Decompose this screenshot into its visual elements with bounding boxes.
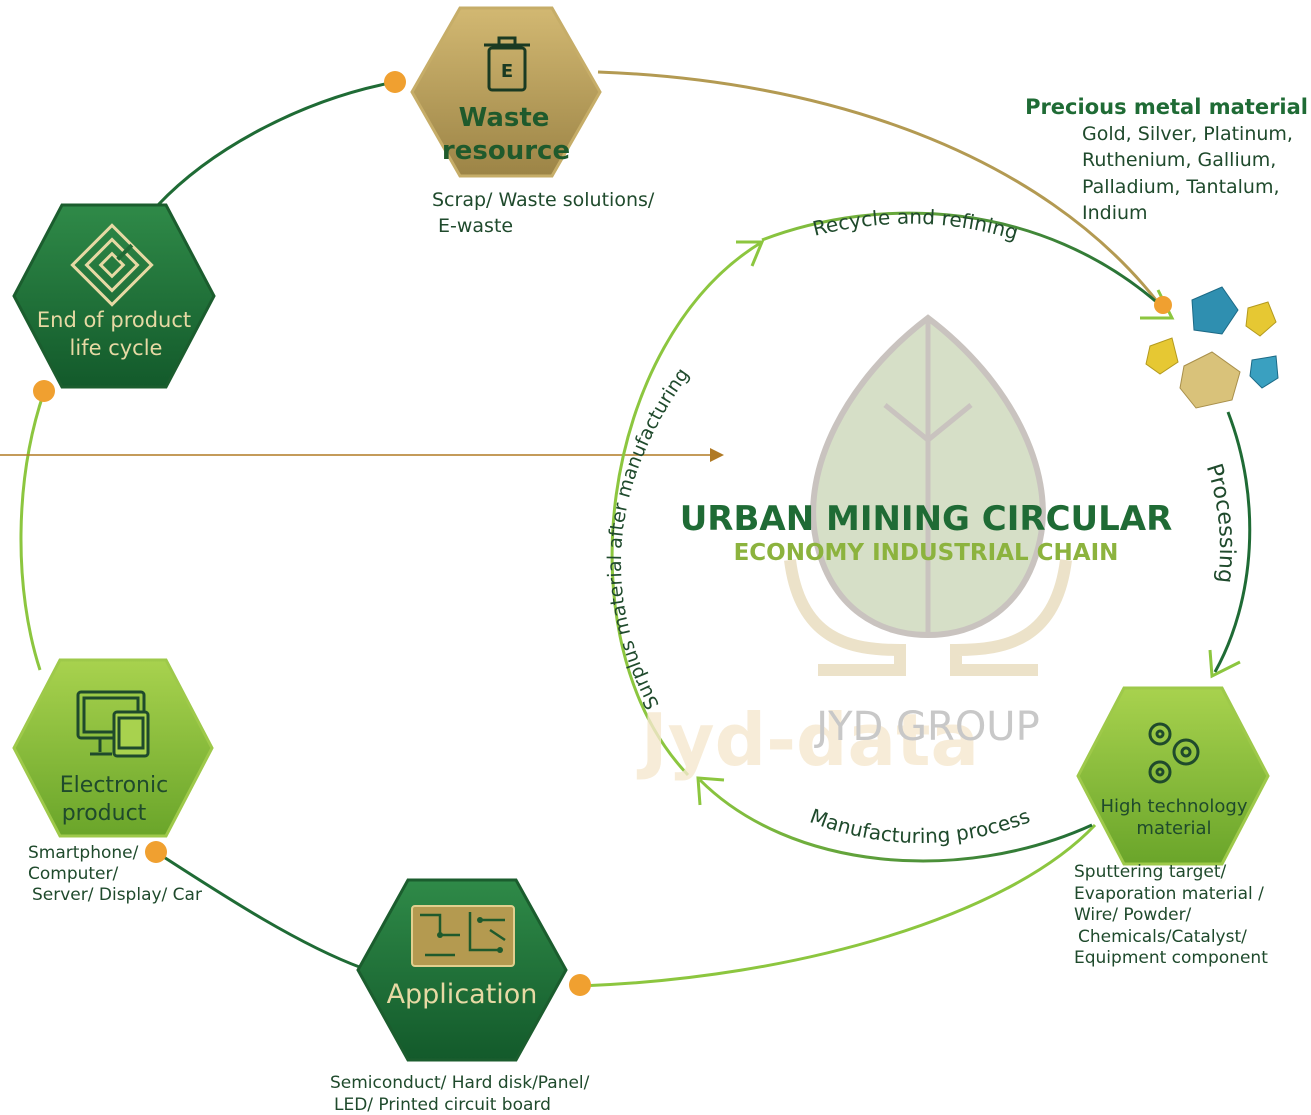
arrow-surplus-head bbox=[736, 240, 765, 267]
dot-end bbox=[33, 380, 55, 402]
hightech-desc-line1: Sputtering target/ bbox=[1074, 862, 1227, 882]
node-high-tech-material: High technology material bbox=[1076, 686, 1270, 866]
precious-title: Precious metal material bbox=[1025, 95, 1308, 119]
waste-desc-line1: Scrap/ Waste solutions/ bbox=[432, 189, 655, 211]
precious-line3: Palladium, Tantalum, bbox=[1082, 176, 1280, 198]
label-recycle: Recycle and refining bbox=[810, 205, 1021, 245]
application-desc-line2: LED/ Printed circuit board bbox=[334, 1095, 551, 1115]
electronic-desc-line1: Smartphone/ bbox=[28, 843, 139, 863]
waste-desc-line2: E-waste bbox=[438, 215, 513, 237]
dot-metal bbox=[1154, 296, 1172, 314]
electronic-title-line2: product bbox=[62, 801, 147, 826]
electronic-desc-line2: Computer/ bbox=[28, 864, 119, 884]
hightech-desc-line5: Equipment component bbox=[1074, 948, 1268, 968]
end-title-line1: End of product bbox=[37, 308, 191, 332]
arrow-processing-head bbox=[1208, 649, 1241, 679]
dot-waste bbox=[384, 71, 406, 93]
node-electronic-product: Electronic product bbox=[12, 658, 214, 838]
hightech-desc-line2: Evaporation material / bbox=[1074, 884, 1264, 904]
node-end-of-life: End of product life cycle bbox=[12, 203, 216, 389]
connector-electronic-to-application bbox=[155, 850, 363, 970]
electronic-title-line1: Electronic bbox=[60, 773, 168, 798]
dot-application bbox=[569, 974, 591, 996]
electronic-desc-line3: Server/ Display/ Car bbox=[32, 885, 202, 905]
connector-waste-to-metal bbox=[597, 70, 1162, 306]
center-subtitle: ECONOMY INDUSTRIAL CHAIN bbox=[734, 540, 1119, 566]
arrow-surplus bbox=[610, 240, 763, 777]
hightech-title-line1: High technology bbox=[1100, 796, 1247, 817]
waste-title-line2: resource bbox=[442, 136, 570, 166]
circuit-maze-icon bbox=[70, 223, 154, 307]
connector-end-to-electronic bbox=[19, 391, 46, 671]
center-title: URBAN MINING CIRCULAR bbox=[680, 499, 1173, 539]
connector-application-to-hightech bbox=[579, 823, 1097, 988]
label-manufacturing: Manufacturing process bbox=[807, 804, 1033, 848]
gears-icon bbox=[1148, 722, 1200, 784]
trash-bin-letter: E bbox=[501, 61, 513, 82]
leaf-logo bbox=[784, 314, 1072, 676]
devices-icon bbox=[76, 690, 150, 758]
arrow-manufacturing bbox=[698, 778, 1093, 863]
label-processing: Processing bbox=[1201, 461, 1239, 585]
watermark-text: Jyd-data bbox=[636, 698, 979, 782]
pointer-arrowhead bbox=[710, 448, 724, 462]
trash-bin-icon bbox=[484, 36, 530, 92]
hightech-desc-line4: Chemicals/Catalyst/ bbox=[1078, 927, 1247, 947]
application-desc-line1: Semiconduct/ Hard disk/Panel/ bbox=[330, 1073, 590, 1093]
metal-crystals-icon bbox=[1145, 286, 1279, 409]
application-title: Application bbox=[387, 979, 538, 1010]
hightech-desc-line3: Wire/ Powder/ bbox=[1074, 905, 1192, 925]
arrow-manufacturing-head bbox=[696, 776, 725, 806]
end-title-line2: life cycle bbox=[70, 336, 163, 360]
node-waste-resource: E Waste resource bbox=[410, 6, 602, 178]
arrow-processing bbox=[1213, 411, 1252, 673]
precious-line4: Indium bbox=[1082, 202, 1148, 224]
waste-title-line1: Waste bbox=[459, 103, 550, 133]
node-application: Application bbox=[356, 878, 568, 1062]
circuit-board-icon bbox=[411, 905, 515, 967]
company-name: JYD GROUP bbox=[813, 704, 1039, 750]
hightech-title-line2: material bbox=[1136, 818, 1211, 839]
precious-line2: Ruthenium, Gallium, bbox=[1082, 149, 1276, 171]
dot-electronic bbox=[145, 841, 167, 863]
arrow-recycle bbox=[761, 211, 1161, 307]
connector-end-to-waste bbox=[156, 80, 396, 207]
precious-line1: Gold, Silver, Platinum, bbox=[1082, 123, 1293, 145]
